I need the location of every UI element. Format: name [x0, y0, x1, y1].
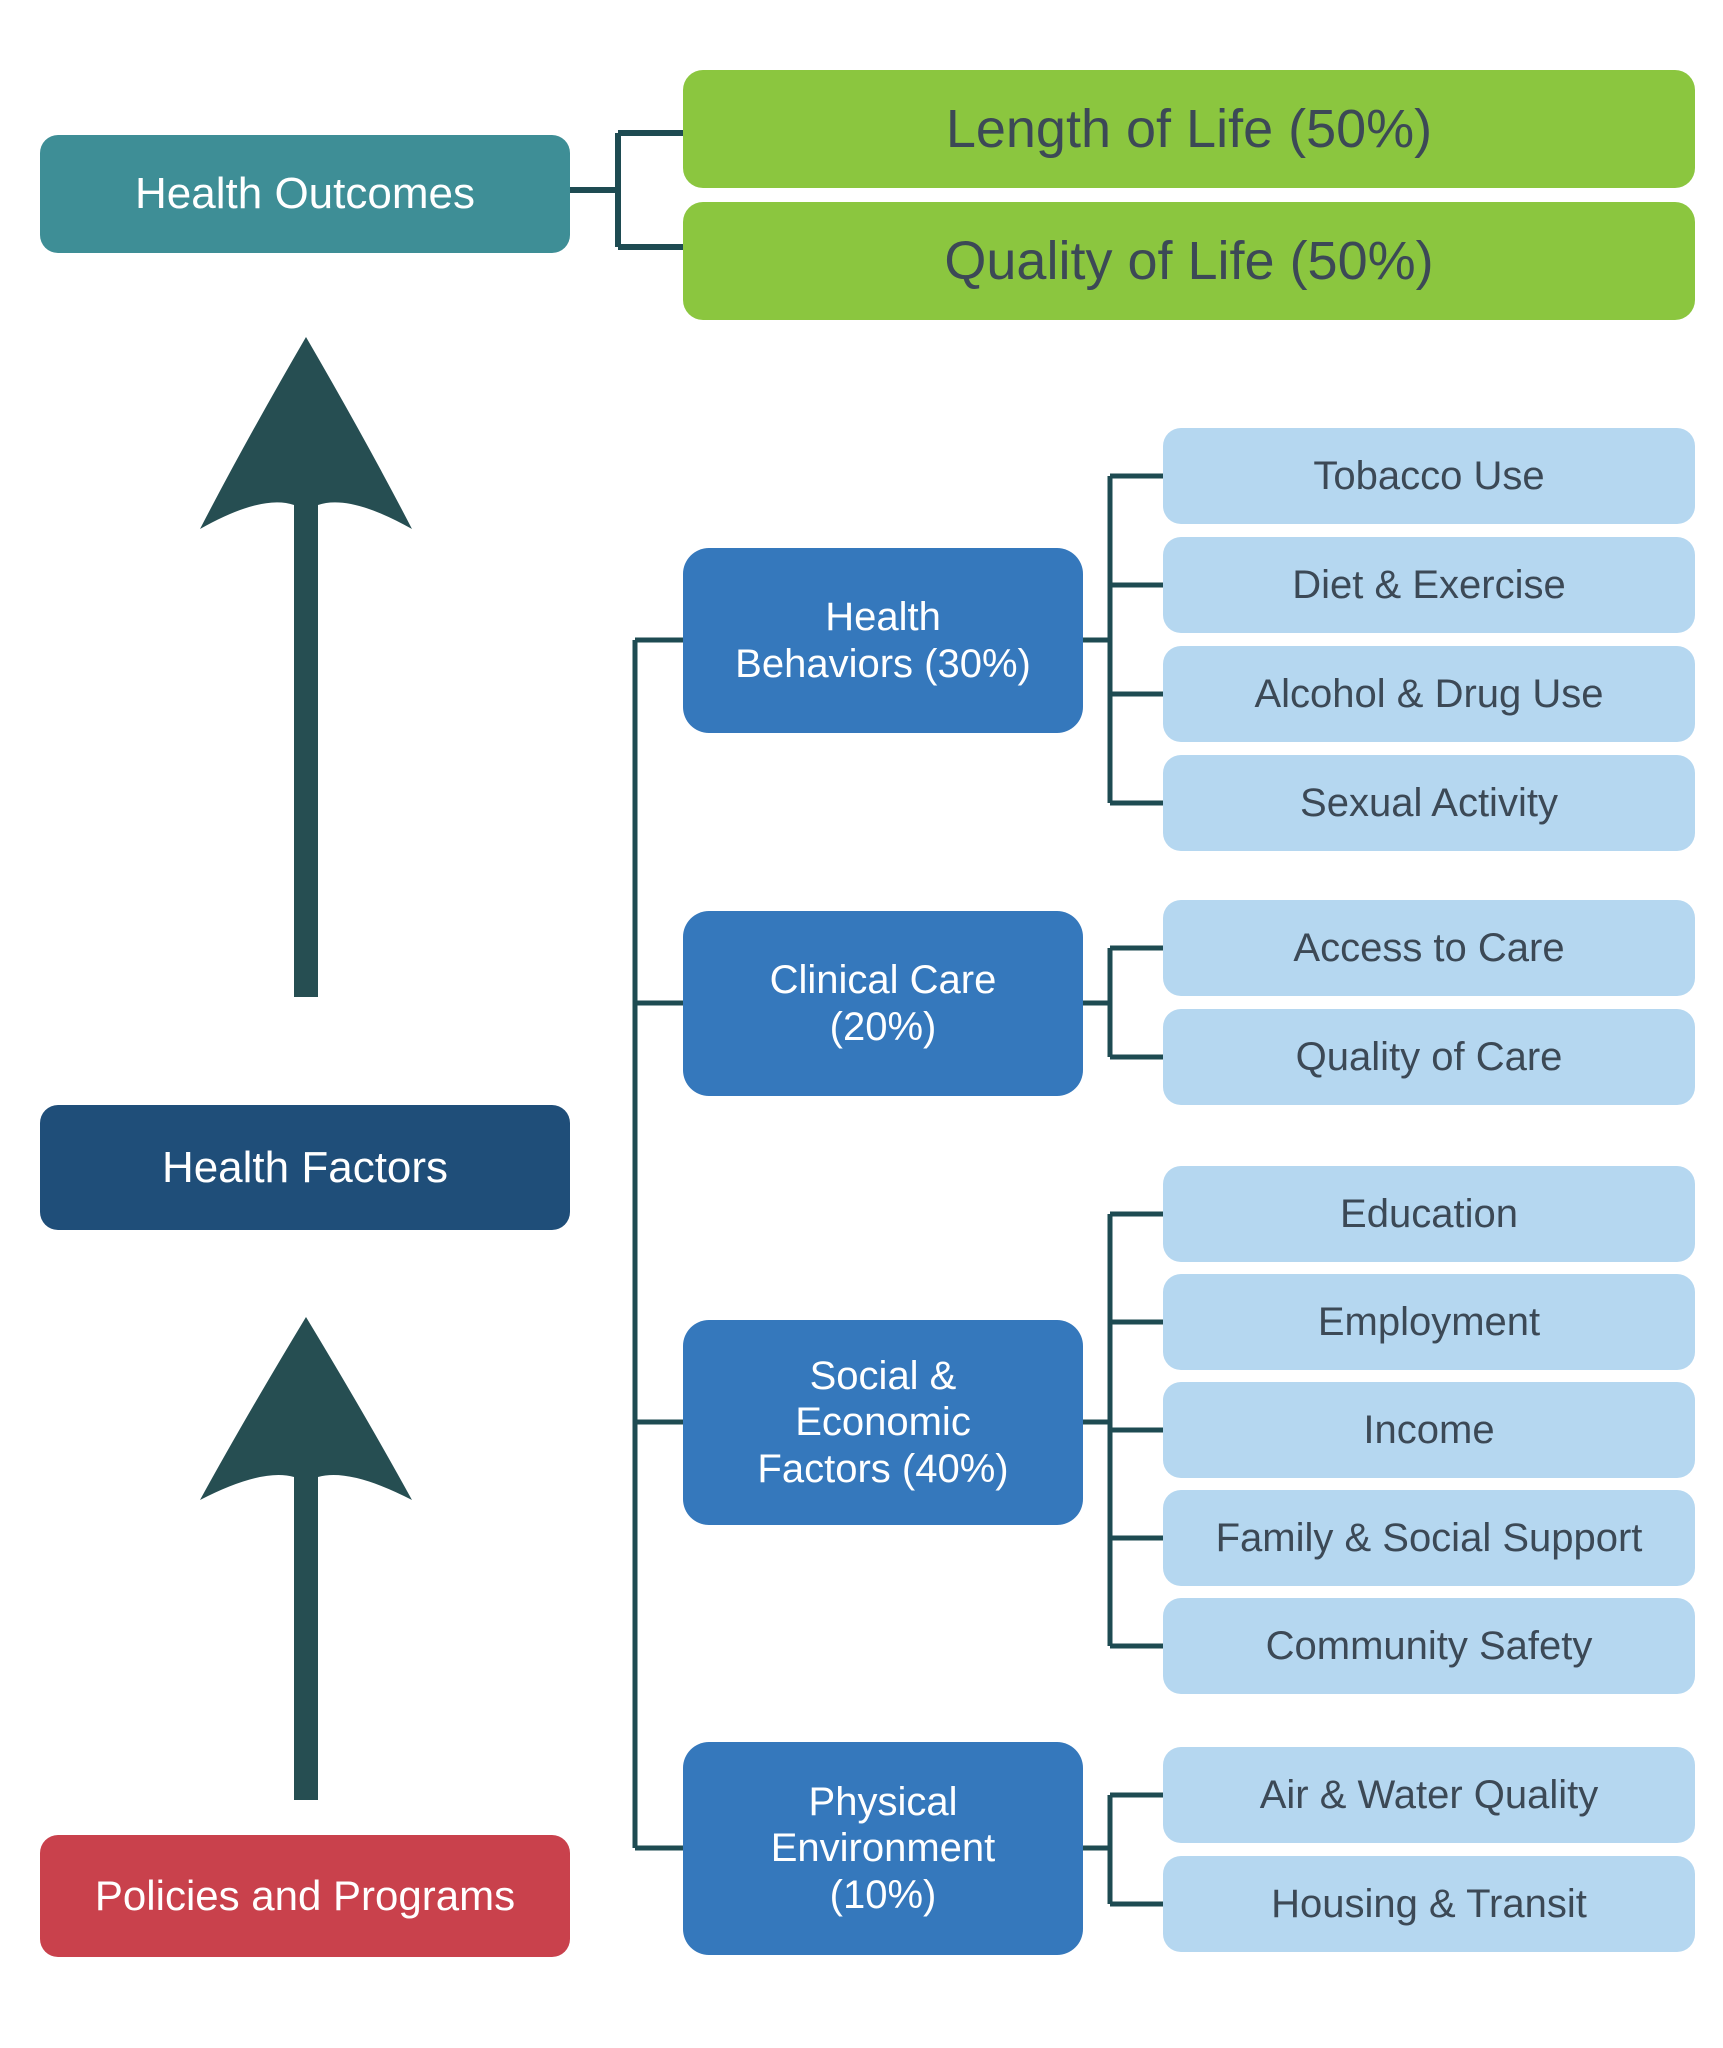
clinical-care-box: Clinical Care (20%)	[683, 911, 1083, 1096]
family-social-support-box: Family & Social Support	[1163, 1490, 1695, 1586]
physical-environment-box: Physical Environment (10%)	[683, 1742, 1083, 1955]
up-arrow-policies-to-factors-icon	[200, 1317, 412, 1800]
tobacco-use-label: Tobacco Use	[1313, 453, 1545, 498]
social-economic-factors-box: Social & Economic Factors (40%)	[683, 1320, 1083, 1525]
social-economic-label-line2: Economic	[795, 1400, 971, 1445]
access-to-care-box: Access to Care	[1163, 900, 1695, 996]
sexual-activity-label: Sexual Activity	[1300, 780, 1558, 825]
tobacco-use-box: Tobacco Use	[1163, 428, 1695, 524]
health-behaviors-label-line2: Behaviors (30%)	[735, 641, 1031, 686]
education-label: Education	[1340, 1191, 1518, 1236]
health-behaviors-box: Health Behaviors (30%)	[683, 548, 1083, 733]
community-safety-label: Community Safety	[1265, 1623, 1593, 1668]
quality-of-care-label: Quality of Care	[1295, 1034, 1563, 1079]
clinical-care-label-line1: Clinical Care	[769, 958, 997, 1003]
employment-label: Employment	[1317, 1299, 1541, 1344]
length-of-life-label: Length of Life (50%)	[945, 99, 1433, 159]
health-factors-label: Health Factors	[161, 1142, 449, 1192]
quality-of-life-box: Quality of Life (50%)	[683, 202, 1695, 320]
alcohol-drug-use-label: Alcohol & Drug Use	[1254, 671, 1604, 716]
health-outcomes-box: Health Outcomes	[40, 135, 570, 253]
diet-exercise-label: Diet & Exercise	[1292, 562, 1566, 607]
policies-and-programs-box: Policies and Programs	[40, 1835, 570, 1957]
family-social-support-label: Family & Social Support	[1215, 1515, 1643, 1560]
physical-environment-label-line2: Environment	[770, 1826, 996, 1871]
income-box: Income	[1163, 1382, 1695, 1478]
access-to-care-label: Access to Care	[1293, 925, 1565, 970]
air-water-quality-label: Air & Water Quality	[1259, 1772, 1599, 1817]
social-economic-label-line1: Social &	[809, 1353, 957, 1398]
quality-of-care-box: Quality of Care	[1163, 1009, 1695, 1105]
income-label: Income	[1363, 1407, 1495, 1452]
length-of-life-box: Length of Life (50%)	[683, 70, 1695, 188]
social-economic-branch-lines	[1083, 1211, 1163, 1649]
air-water-quality-box: Air & Water Quality	[1163, 1747, 1695, 1843]
diet-exercise-box: Diet & Exercise	[1163, 537, 1695, 633]
physical-environment-branch-lines	[1083, 1792, 1163, 1907]
social-economic-label-line3: Factors (40%)	[757, 1446, 1009, 1491]
health-factors-box: Health Factors	[40, 1105, 570, 1230]
health-outcomes-label: Health Outcomes	[135, 169, 475, 218]
clinical-care-branch-lines	[1083, 945, 1163, 1060]
education-box: Education	[1163, 1166, 1695, 1262]
physical-environment-label-line1: Physical	[808, 1779, 958, 1824]
physical-environment-label-line3: (10%)	[829, 1872, 937, 1917]
health-behaviors-branch-lines	[1083, 473, 1163, 806]
community-safety-box: Community Safety	[1163, 1598, 1695, 1694]
quality-of-life-label: Quality of Life (50%)	[944, 231, 1434, 291]
sexual-activity-box: Sexual Activity	[1163, 755, 1695, 851]
outcomes-bracket-line	[570, 130, 683, 250]
policies-and-programs-label: Policies and Programs	[94, 1872, 516, 1919]
factors-spine-line	[632, 637, 683, 1851]
up-arrow-factors-to-outcomes-icon	[200, 337, 412, 997]
alcohol-drug-use-box: Alcohol & Drug Use	[1163, 646, 1695, 742]
housing-transit-box: Housing & Transit	[1163, 1856, 1695, 1952]
health-behaviors-label-line1: Health	[825, 595, 941, 640]
employment-box: Employment	[1163, 1274, 1695, 1370]
clinical-care-label-line2: (20%)	[829, 1004, 937, 1049]
housing-transit-label: Housing & Transit	[1271, 1881, 1587, 1926]
